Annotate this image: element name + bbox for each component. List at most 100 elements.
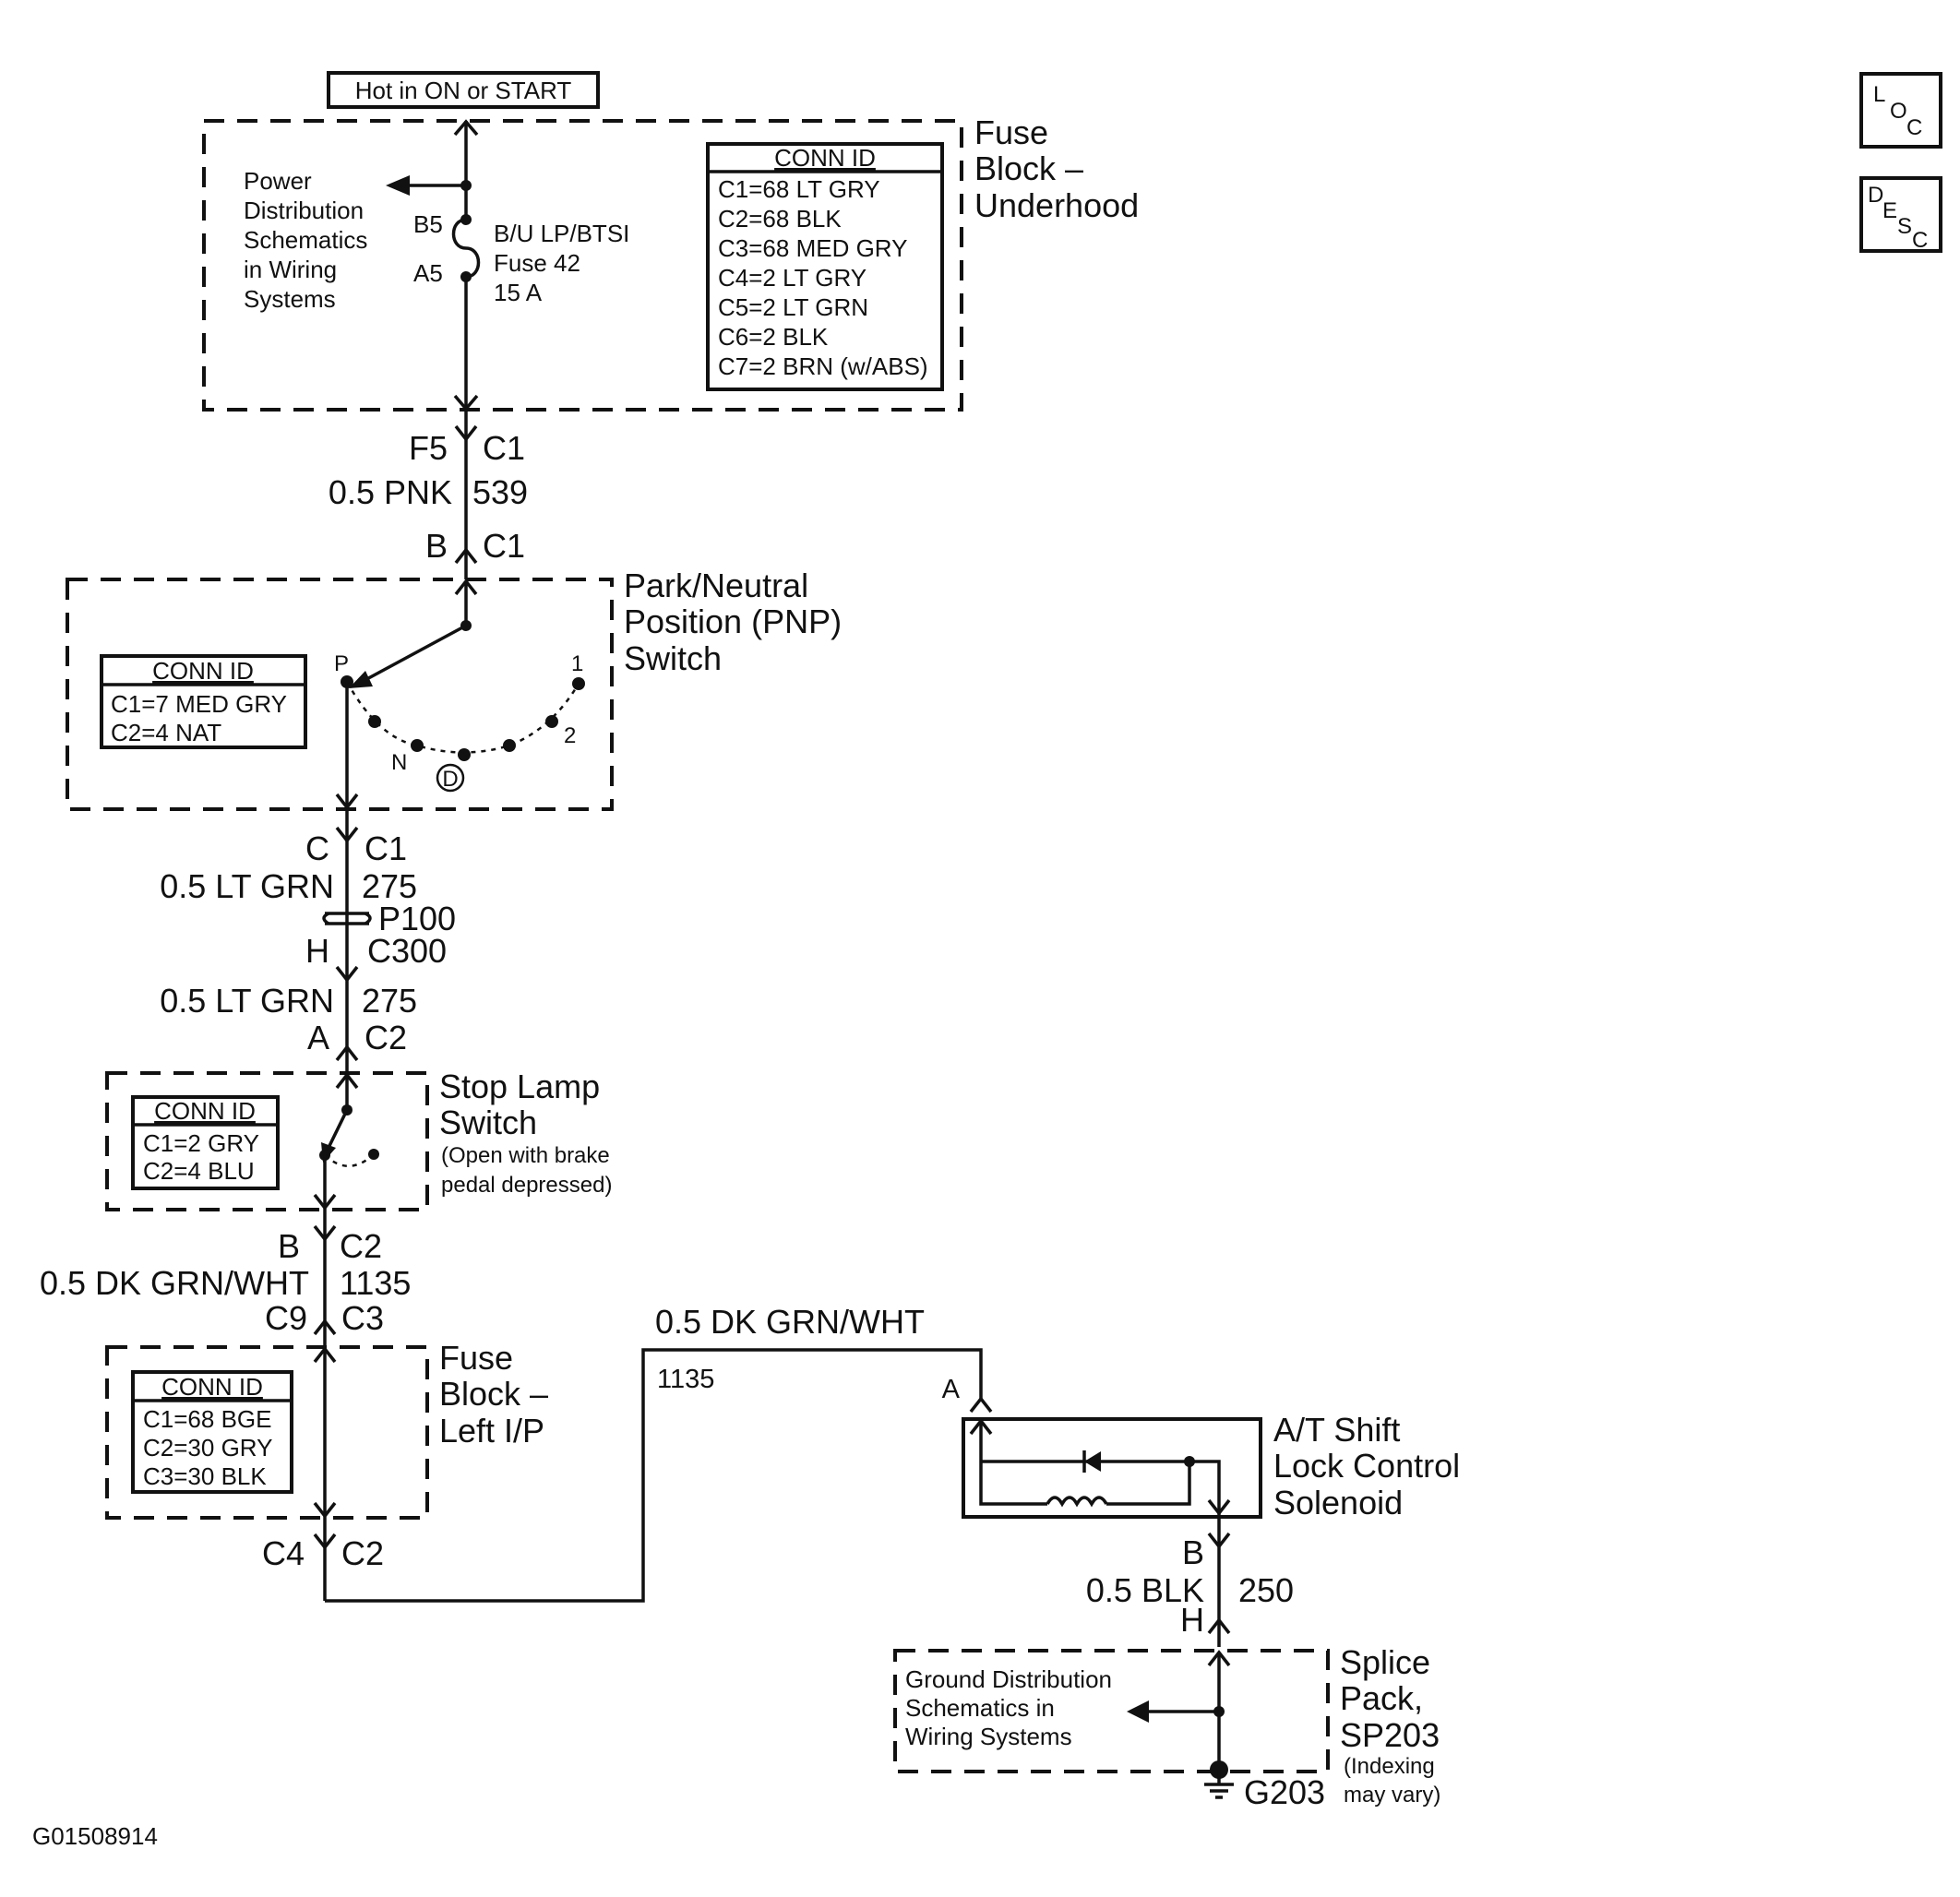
diode-icon <box>1082 1450 1101 1473</box>
header-label: Hot in ON or START <box>355 77 572 104</box>
pin-c: C <box>305 829 329 867</box>
conn-id-table-pnp: CONN ID C1=7 MED GRY C2=4 NAT <box>100 654 307 749</box>
switch-arm <box>325 1109 349 1152</box>
svg-text:CONN ID: CONN ID <box>154 1097 256 1125</box>
position-2 <box>545 715 558 728</box>
wire-539: F5 C1 0.5 PNK 539 B C1 <box>329 410 528 579</box>
svg-text:250: 250 <box>1238 1571 1294 1609</box>
svg-text:C: C <box>1912 228 1928 253</box>
stop-lamp-switch: Stop Lamp Switch (Open with brake pedal … <box>105 1068 615 1211</box>
pin-b5: B5 <box>413 210 443 238</box>
svg-text:O: O <box>1890 99 1907 124</box>
conn-c300: C300 <box>367 932 447 970</box>
pin-c9: C9 <box>265 1299 307 1337</box>
conn-c3: C3 <box>341 1299 384 1337</box>
connector-fork-icon <box>313 1224 337 1242</box>
svg-text:D: D <box>1868 183 1883 208</box>
solenoid-outline <box>962 1417 1262 1519</box>
svg-text:CONN ID: CONN ID <box>161 1373 263 1401</box>
connector-arrow-icon <box>453 119 479 137</box>
arrow-right-icon <box>1127 1700 1149 1723</box>
figure-id: G01508914 <box>32 1822 158 1850</box>
power-distribution-note: Power Distribution Schematics in Wiring … <box>244 167 375 313</box>
svg-text:L: L <box>1873 82 1885 107</box>
splice-pack-sp203: Splice Pack, SP203 (Indexing may vary) G… <box>893 1643 1440 1811</box>
svg-text:C: C <box>1906 115 1922 140</box>
svg-text:0.5 LT GRN: 0.5 LT GRN <box>160 867 334 905</box>
connector-fork-icon <box>1207 1532 1231 1549</box>
svg-text:CONN ID: CONN ID <box>774 144 876 172</box>
fuse-icon <box>451 218 481 279</box>
svg-text:275: 275 <box>362 982 417 1020</box>
connector-arrow-icon <box>335 793 359 810</box>
position-1 <box>572 677 585 690</box>
pin-b-solenoid: B <box>1182 1533 1204 1571</box>
conn-c2: C2 <box>365 1019 407 1056</box>
desc-icon[interactable]: D E S C <box>1859 176 1942 253</box>
svg-text:1: 1 <box>571 651 583 676</box>
wire-250: B 0.5 BLK 250 H <box>1086 1517 1294 1647</box>
svg-text:1135: 1135 <box>340 1264 411 1302</box>
passthrough-p100: P100 <box>378 900 456 937</box>
pin-f5: F5 <box>409 429 448 467</box>
conn-id-table-underhood: CONN ID C1=68 LT GRY C2=68 BLK C3=68 MED… <box>706 142 944 391</box>
pin-h: H <box>305 932 329 970</box>
ground-g203: G203 <box>1244 1773 1325 1811</box>
svg-text:0.5 DK GRN/WHT: 0.5 DK GRN/WHT <box>655 1303 925 1341</box>
pin-b-stop: B <box>278 1227 300 1265</box>
splice-pack-title: Splice Pack, SP203 <box>1340 1643 1440 1754</box>
stop-lamp-switch-title: Stop Lamp Switch <box>439 1068 609 1141</box>
pin-a: A <box>307 1019 329 1056</box>
coil-icon <box>1046 1496 1108 1508</box>
connector-fork-icon <box>335 1044 359 1062</box>
svg-text:P: P <box>334 651 349 676</box>
connector-fork-icon <box>969 1396 993 1414</box>
connector-fork-icon <box>454 424 478 442</box>
fuse-block-underhood-title: Fuse Block – Underhood <box>974 113 1139 224</box>
svg-text:C1=68 LT GRY C2=68 BLK: C1=68 LT GRY C2=68 BLK C3=68 MED GRY C4=… <box>718 175 928 380</box>
svg-text:N: N <box>391 750 407 775</box>
connector-fork-icon <box>313 1533 337 1550</box>
fuse-block-left-title: Fuse Block – Left I/P <box>439 1339 557 1450</box>
stop-lamp-switch-note: (Open with brake pedal depressed) <box>441 1143 615 1198</box>
connector-arrow-icon <box>453 394 479 412</box>
position-n <box>411 739 424 752</box>
conn-c2-stop: C2 <box>340 1227 382 1265</box>
connector-arrow-icon <box>313 1193 337 1211</box>
connector-arrow-icon <box>1207 1498 1231 1516</box>
svg-text:S: S <box>1897 214 1912 239</box>
splice-pack-outline <box>893 1649 1330 1773</box>
splice-pack-note: (Indexing may vary) <box>1344 1754 1440 1808</box>
svg-text:1135: 1135 <box>657 1365 714 1394</box>
pnp-switch: Park/Neutral Position (PNP) Switch P N D… <box>66 567 842 811</box>
pin-a-solenoid: A <box>942 1375 961 1404</box>
fuse-block-left-outline <box>105 1345 429 1520</box>
svg-text:D: D <box>442 767 458 792</box>
wire-1135-lower: C4 C2 0.5 DK GRN/WHT 1135 A <box>262 1303 993 1603</box>
connector-fork-icon <box>1207 1617 1231 1635</box>
connector-arrow-icon <box>313 1501 337 1519</box>
conn-c1-pnp: C1 <box>365 829 407 867</box>
pnp-switch-outline <box>66 578 614 811</box>
connector-fork-icon <box>313 1318 337 1336</box>
svg-text:275: 275 <box>362 867 417 905</box>
stop-lamp-switch-outline <box>105 1071 429 1211</box>
conn-c2-left: C2 <box>341 1534 384 1572</box>
pin-c4: C4 <box>262 1534 305 1572</box>
svg-text:C1=68 BGE C2=30 GRY: C1=68 BGE C2=30 GRY C3=30 BLK <box>143 1405 279 1490</box>
fuse-block-underhood-outline <box>202 119 963 412</box>
fuse-label: B/U LP/BTSI Fuse 42 15 A <box>494 220 637 306</box>
arrow-left-icon <box>386 175 410 196</box>
conn-id-table-stop-lamp: CONN ID C1=2 GRY C2=4 BLU <box>131 1095 280 1190</box>
connector-fork-icon <box>335 826 359 843</box>
pnp-position-arc <box>345 681 580 754</box>
pin-a5: A5 <box>413 259 443 287</box>
svg-text:CONN ID: CONN ID <box>152 657 254 685</box>
loc-icon[interactable]: L O C <box>1859 72 1942 149</box>
wire-1135-upper: B C2 0.5 DK GRN/WHT 1135 C9 C3 <box>40 1210 411 1347</box>
svg-text:C1=2 GRY C2=4 BLU: C1=2 GRY C2=4 BLU <box>143 1129 266 1185</box>
wire-539-color: 0.5 PNK <box>329 473 452 511</box>
connector-arrow-icon <box>335 965 359 983</box>
solenoid-title: A/T Shift Lock Control Solenoid <box>1273 1411 1469 1521</box>
